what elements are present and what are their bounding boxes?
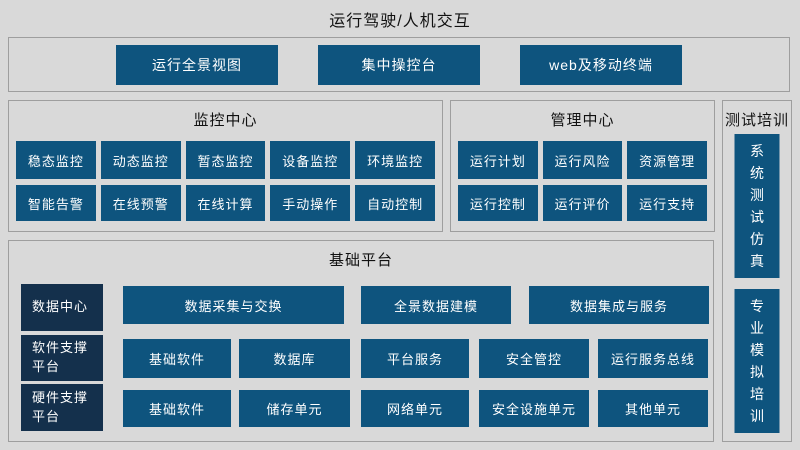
block-system-test-simulation: 系统测试仿真 — [734, 134, 780, 278]
monitoring-center-grid: 稳态监控 动态监控 暂态监控 设备监控 环境监控 智能告警 在线预警 在线计算 … — [9, 141, 442, 221]
system-test-simulation-label: 系统测试仿真 — [750, 143, 764, 269]
block-security-facility-unit: 安全设施单元 — [479, 390, 589, 427]
block-environment-monitoring: 环境监控 — [355, 141, 435, 179]
hmi-panel: 运行全景视图 集中操控台 web及移动终端 — [8, 37, 790, 92]
block-dynamic-monitoring: 动态监控 — [100, 141, 181, 179]
block-resource-management: 资源管理 — [627, 141, 708, 179]
block-central-console: 集中操控台 — [318, 44, 480, 85]
test-training-panel: 测试培训 系统测试仿真 专业模拟培训 — [722, 100, 792, 442]
block-basic-software-hw: 基础软件 — [123, 390, 231, 427]
monitoring-center-title: 监控中心 — [193, 112, 258, 129]
block-operation-support: 运行支持 — [627, 185, 708, 221]
block-panorama-view: 运行全景视图 — [116, 44, 278, 85]
block-operation-service-bus: 运行服务总线 — [598, 339, 708, 378]
block-online-calculation: 在线计算 — [185, 185, 266, 221]
monitoring-row-2: 智能告警 在线预警 在线计算 手动操作 自动控制 — [16, 185, 435, 221]
block-database: 数据库 — [239, 339, 350, 378]
block-security-control: 安全管控 — [479, 339, 589, 378]
monitoring-row-1: 稳态监控 动态监控 暂态监控 设备监控 环境监控 — [16, 141, 435, 179]
nav-hardware-support-platform: 硬件支撑平台 — [21, 384, 103, 431]
block-network-unit: 网络单元 — [361, 390, 469, 427]
base-platform-title: 基础平台 — [328, 252, 393, 269]
nav-software-support-platform: 软件支撑平台 — [21, 335, 103, 381]
block-operation-evaluation: 运行评价 — [542, 185, 623, 221]
page-title: 运行驾驶/人机交互 — [329, 13, 471, 30]
professional-simulation-training-label: 专业模拟培训 — [750, 298, 764, 424]
block-platform-services: 平台服务 — [361, 339, 469, 378]
management-center-grid: 运行计划 运行风险 资源管理 运行控制 运行评价 运行支持 — [451, 141, 714, 221]
block-data-collection-exchange: 数据采集与交换 — [123, 286, 344, 324]
block-equipment-monitoring: 设备监控 — [270, 141, 351, 179]
management-row-2: 运行控制 运行评价 运行支持 — [458, 185, 708, 221]
test-training-title: 测试培训 — [724, 112, 789, 129]
block-panoramic-data-modeling: 全景数据建模 — [361, 286, 511, 324]
block-automatic-control: 自动控制 — [355, 185, 435, 221]
management-center-panel: 管理中心 运行计划 运行风险 资源管理 运行控制 运行评价 运行支持 — [450, 100, 715, 232]
block-web-mobile-terminal: web及移动终端 — [520, 44, 682, 85]
block-data-integration-services: 数据集成与服务 — [529, 286, 709, 324]
block-basic-software-sw: 基础软件 — [123, 339, 231, 378]
management-center-title: 管理中心 — [550, 112, 615, 129]
monitoring-center-panel: 监控中心 稳态监控 动态监控 暂态监控 设备监控 环境监控 智能告警 在线预警 … — [8, 100, 443, 232]
block-operation-risk: 运行风险 — [542, 141, 623, 179]
block-operation-control: 运行控制 — [458, 185, 538, 221]
block-manual-operation: 手动操作 — [270, 185, 351, 221]
block-intelligent-alarm: 智能告警 — [16, 185, 96, 221]
block-steady-state-monitoring: 稳态监控 — [16, 141, 96, 179]
block-other-units: 其他单元 — [598, 390, 708, 427]
nav-data-center: 数据中心 — [21, 284, 103, 331]
base-platform-panel: 基础平台 数据中心 软件支撑平台 硬件支撑平台 数据采集与交换 全景数据建模 数… — [8, 240, 714, 442]
block-operation-plan: 运行计划 — [458, 141, 538, 179]
management-row-1: 运行计划 运行风险 资源管理 — [458, 141, 708, 179]
block-professional-simulation-training: 专业模拟培训 — [734, 289, 780, 433]
block-online-warning: 在线预警 — [100, 185, 181, 221]
block-transient-monitoring: 暂态监控 — [185, 141, 266, 179]
block-storage-unit: 储存单元 — [239, 390, 350, 427]
